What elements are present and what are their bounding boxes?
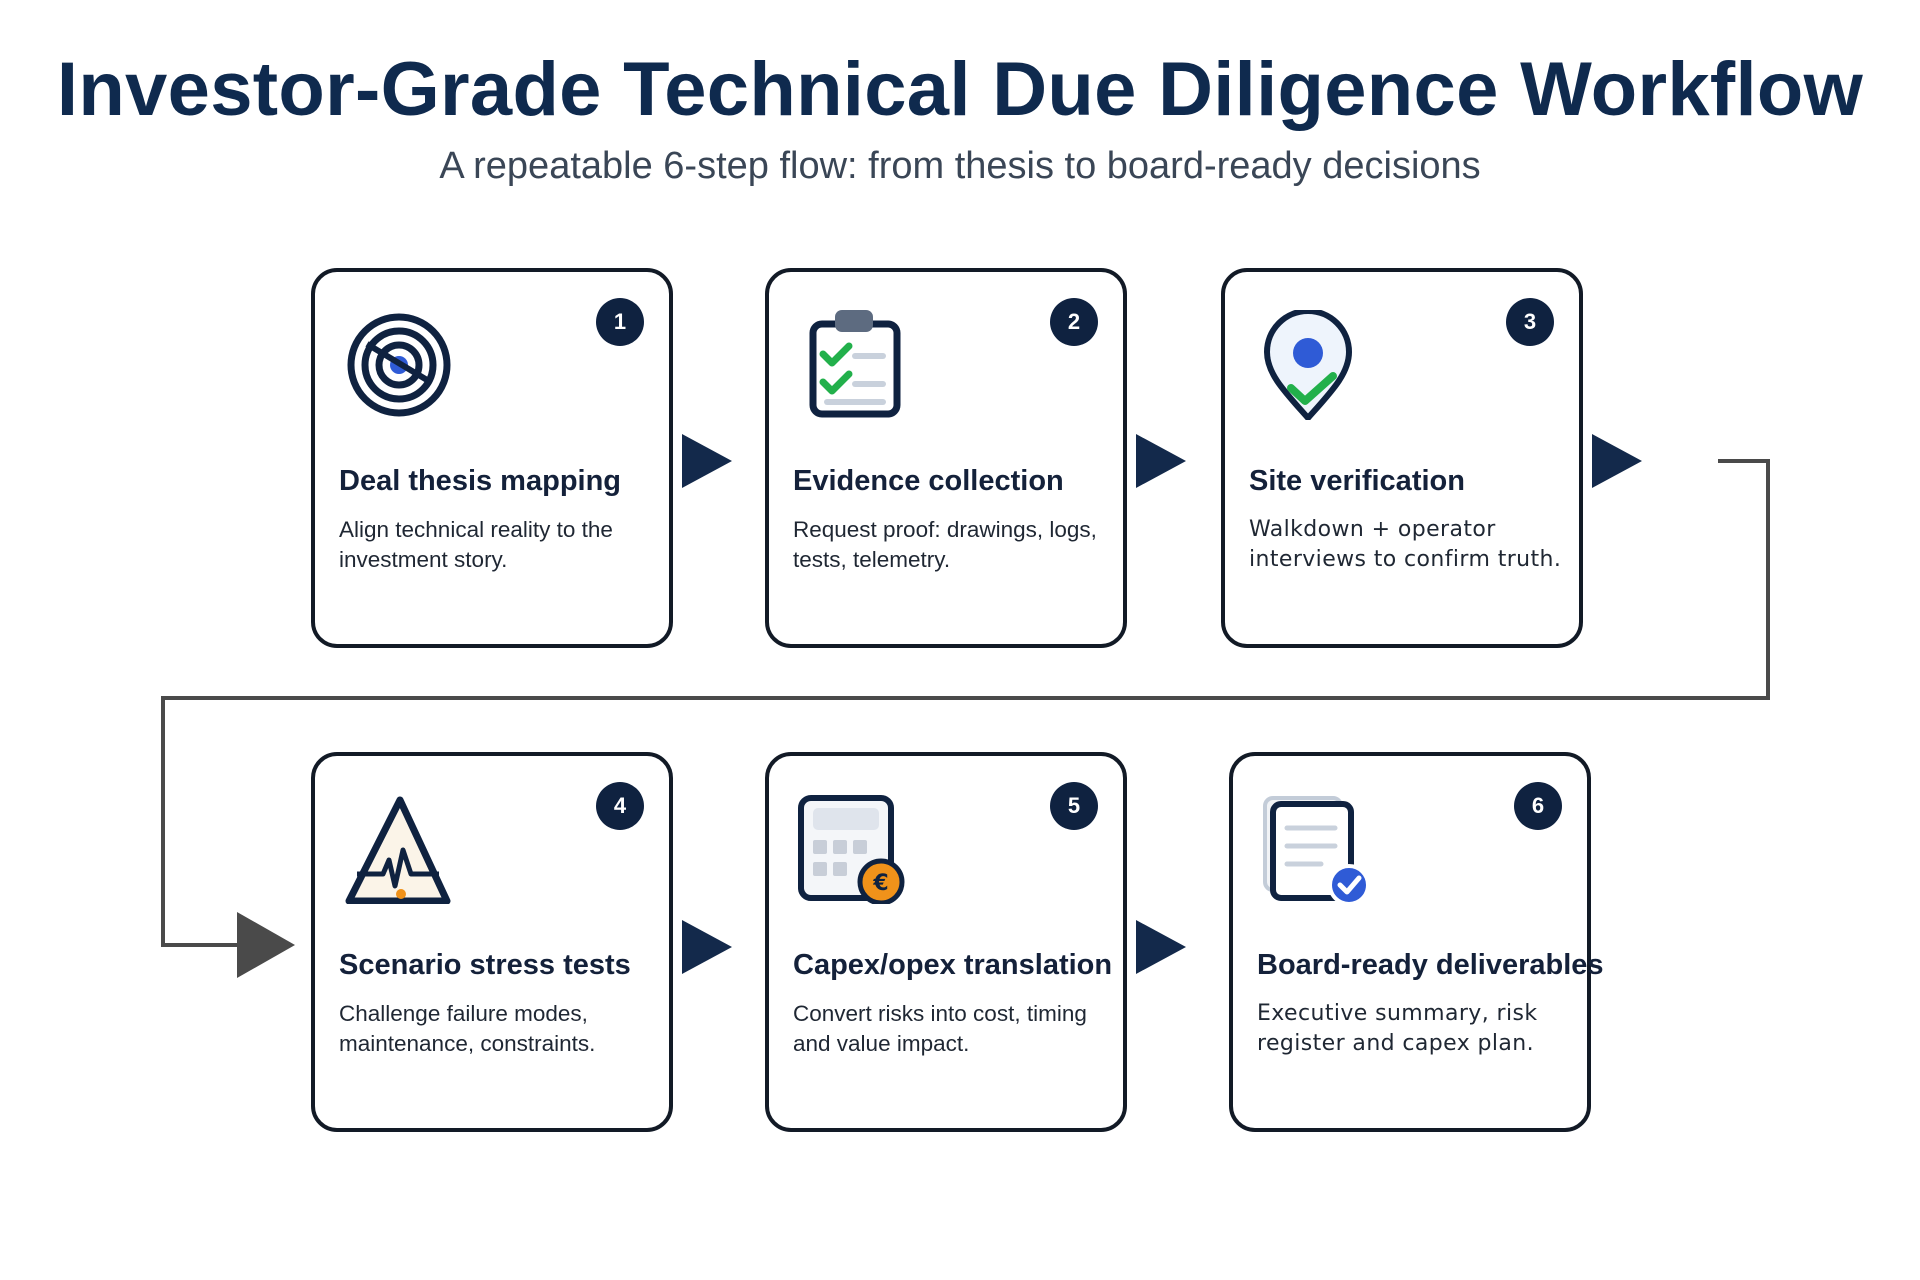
step-title: Site verification <box>1249 465 1465 497</box>
step-card-3: 3 Site verification Walkdown + operator … <box>1221 268 1583 648</box>
page-subtitle: A repeatable 6-step flow: from thesis to… <box>439 145 1481 187</box>
flow-arrow-1-2 <box>682 434 732 488</box>
step-number-badge: 3 <box>1506 298 1554 346</box>
step-title: Deal thesis mapping <box>339 465 622 497</box>
step-card-4: 4 Scenario stress tests Challenge failur… <box>311 752 673 1132</box>
target-icon <box>347 313 451 417</box>
step-description: Align technical reality to the investmen… <box>339 517 613 573</box>
flow-arrow-5-6 <box>1136 920 1186 974</box>
calculator-euro-icon: € <box>798 795 905 904</box>
flow-arrow-2-3 <box>1136 434 1186 488</box>
step-number-badge: 4 <box>596 782 644 830</box>
step-title: Capex/opex translation <box>793 949 1113 981</box>
svg-text:€: € <box>872 871 888 896</box>
step-number-badge: 2 <box>1050 298 1098 346</box>
flow-arrow-4-5 <box>682 920 732 974</box>
row-connector-arrowhead <box>237 912 295 978</box>
step-card-5: 5 € Capex/opex translation Convert risks… <box>765 752 1127 1132</box>
document-check-icon <box>1263 796 1370 904</box>
step-card-2: 2 Evidence collection Request proof: dra… <box>765 268 1127 648</box>
step-description: Request proof: drawings, logs, tests, te… <box>793 517 1097 573</box>
step-description: Executive summary, risk register and cap… <box>1257 1001 1538 1056</box>
step-description: Challenge failure modes, maintenance, co… <box>339 1001 596 1057</box>
flow-arrow-3-out <box>1592 434 1642 488</box>
step-number-badge: 6 <box>1514 782 1562 830</box>
location-pin-check-icon <box>1264 310 1352 420</box>
mountain-pulse-icon <box>345 796 451 904</box>
step-card-1: 1 Deal thesis mapping Align technical re… <box>311 268 673 648</box>
clipboard-check-icon <box>809 310 901 418</box>
step-title: Board-ready deliverables <box>1257 949 1604 981</box>
step-description: Walkdown + operator interviews to confir… <box>1249 517 1562 572</box>
step-card-6: 6 Board-ready deliverables Executive sum… <box>1229 752 1604 1132</box>
step-number-badge: 5 <box>1050 782 1098 830</box>
step-title: Scenario stress tests <box>339 949 631 981</box>
step-title: Evidence collection <box>793 465 1064 497</box>
page-title: Investor-Grade Technical Due Diligence W… <box>56 47 1864 132</box>
step-description: Convert risks into cost, timing and valu… <box>793 1001 1087 1057</box>
step-number-badge: 1 <box>596 298 644 346</box>
